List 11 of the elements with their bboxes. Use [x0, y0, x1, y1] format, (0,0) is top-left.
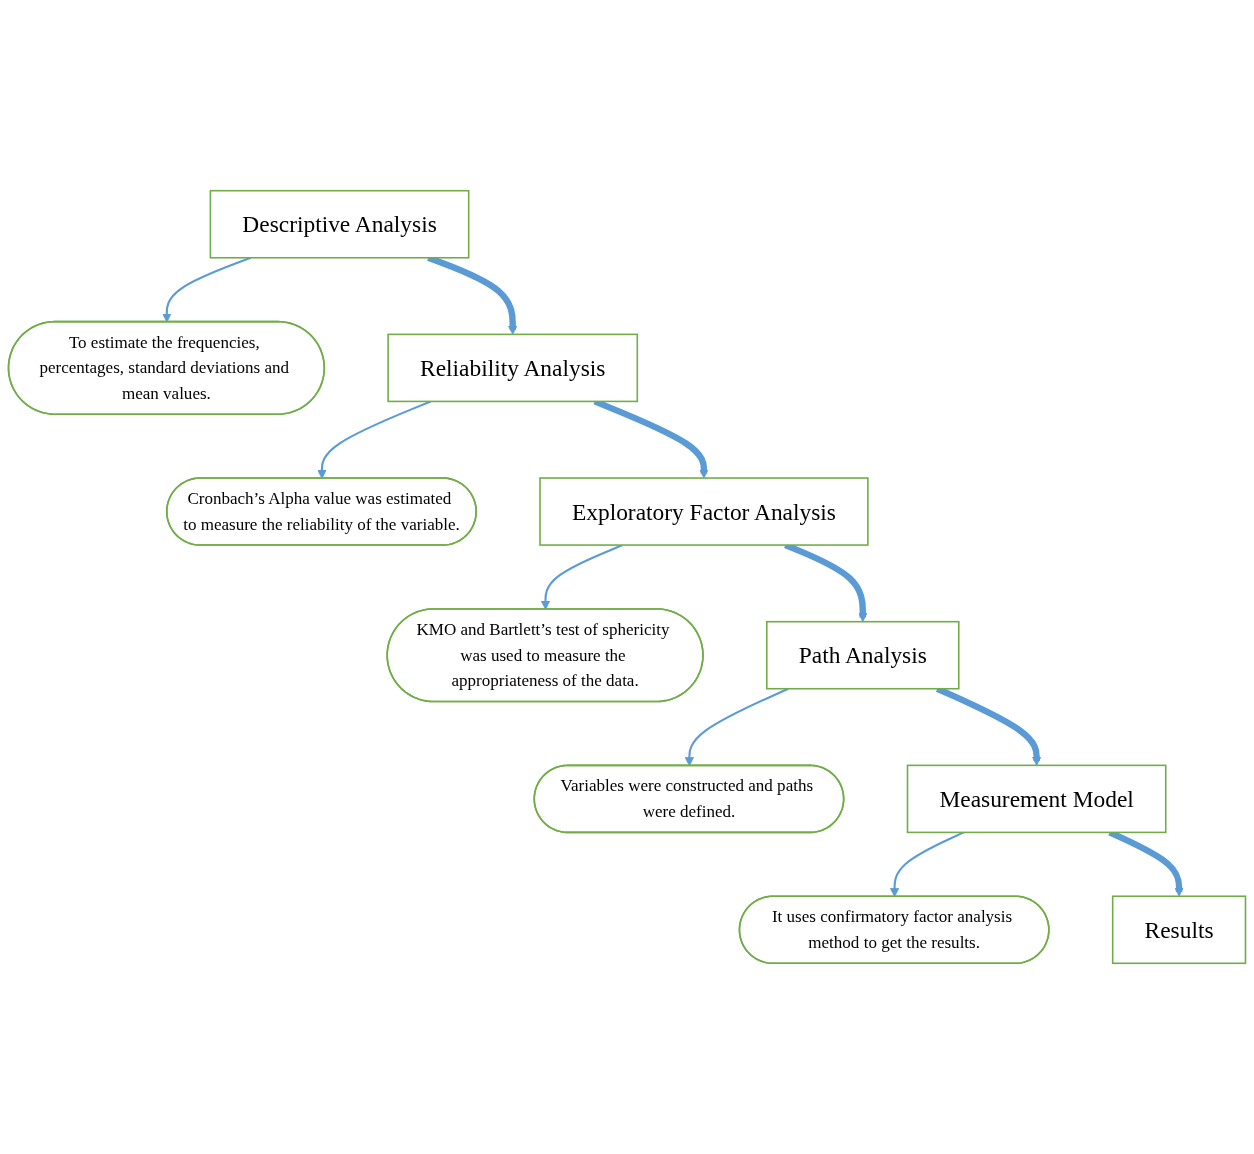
arrow: [889, 831, 965, 898]
arrow: [162, 256, 252, 323]
node-box: Exploratory Factor Analysis: [539, 477, 869, 546]
node-box: Results: [1111, 895, 1247, 965]
arrow: [540, 544, 623, 610]
arrow: [684, 687, 789, 767]
node-box: Path Analysis: [766, 620, 960, 690]
node-box: Reliability Analysis: [387, 333, 639, 403]
node-box: Measurement Model: [906, 764, 1167, 834]
node-box: Descriptive Analysis: [209, 189, 470, 259]
arrow: [317, 400, 432, 479]
